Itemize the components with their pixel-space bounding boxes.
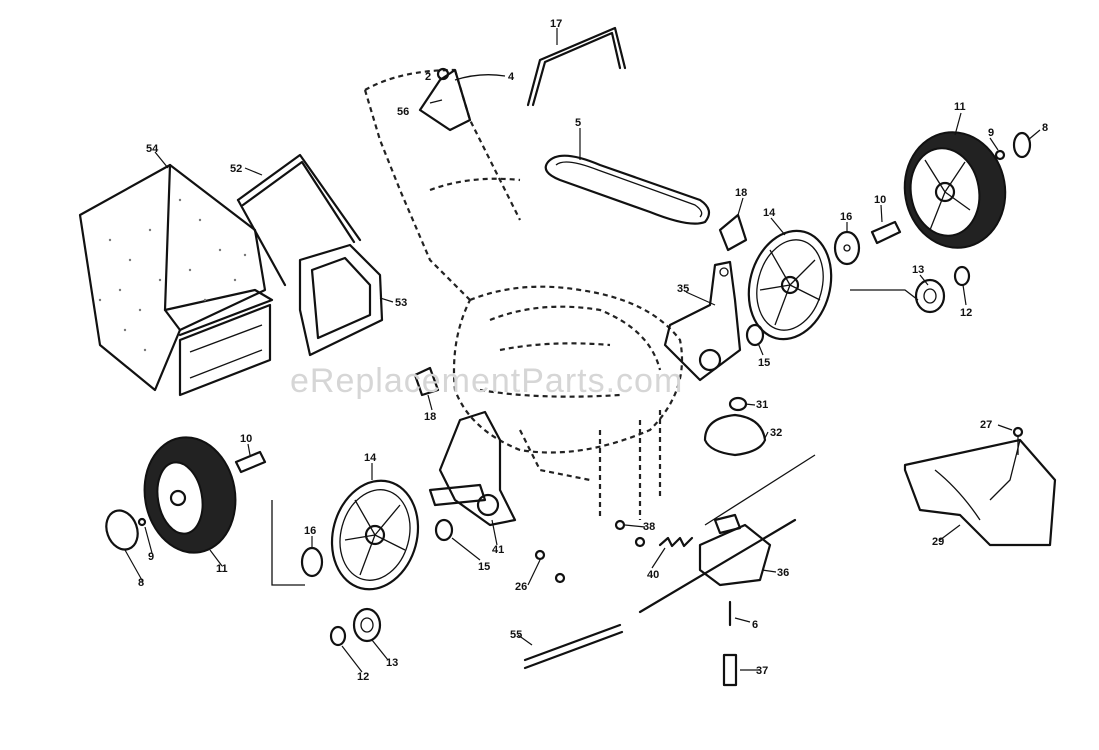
callout-11-left: 11	[216, 563, 228, 575]
callout-35: 35	[677, 283, 689, 295]
callout-9-right: 9	[988, 127, 994, 139]
callout-10-right: 10	[874, 194, 886, 206]
pawl-left	[434, 518, 454, 542]
screw-left	[137, 517, 147, 527]
callout-6: 6	[752, 619, 758, 631]
axle-link-right	[850, 289, 919, 301]
pawl-right	[745, 323, 765, 347]
nut-left	[329, 625, 347, 647]
drive-shaft	[523, 454, 816, 670]
gear-right	[914, 278, 946, 314]
wheel-right	[903, 131, 1007, 249]
callout-16-right: 16	[840, 211, 852, 223]
fastener-38	[614, 519, 626, 531]
bushing-right	[870, 220, 902, 245]
washer-left	[300, 546, 324, 578]
callout-12-left: 12	[357, 671, 369, 683]
rear-bracket-right	[663, 260, 742, 382]
gear-left	[352, 607, 382, 643]
spring-40	[658, 536, 694, 548]
callout-10-left: 10	[240, 433, 252, 445]
mower-deck-outline	[363, 68, 684, 520]
spring-clip	[718, 213, 748, 252]
callout-32: 32	[770, 427, 782, 439]
spacer-37	[722, 653, 738, 687]
callout-8-right: 8	[1042, 122, 1048, 134]
callout-4: 4	[508, 71, 515, 83]
axle-link-left	[271, 500, 305, 586]
callout-26: 26	[515, 581, 527, 593]
fastener-38b	[634, 536, 646, 548]
callout-8-left: 8	[138, 577, 144, 589]
wheel-left	[143, 436, 237, 554]
callout-37: 37	[756, 665, 768, 677]
callout-18-lower: 18	[424, 411, 436, 423]
callout-52: 52	[230, 163, 242, 175]
drive-belt	[544, 154, 711, 225]
hubcap-left	[105, 509, 139, 551]
fastener-26	[534, 549, 546, 561]
spring-clip-lower	[413, 366, 440, 397]
callout-41: 41	[492, 544, 504, 556]
hubcap-right	[1012, 131, 1032, 159]
callout-56: 56	[397, 106, 409, 118]
callout-40: 40	[647, 569, 659, 581]
callout-55: 55	[510, 629, 522, 641]
bag-texture	[98, 198, 247, 352]
bushing-left	[234, 450, 267, 474]
callout-14-right: 14	[763, 207, 776, 219]
bag-frame	[236, 153, 362, 287]
rear-shield	[903, 426, 1057, 547]
callout-31: 31	[756, 399, 768, 411]
drive-wheel-left	[330, 479, 420, 591]
callout-27: 27	[980, 419, 992, 431]
callout-17: 17	[550, 18, 562, 30]
control-lever	[418, 67, 506, 132]
callout-2: 2	[425, 71, 431, 83]
callout-5: 5	[575, 117, 581, 129]
rear-bracket-left	[428, 410, 517, 527]
callout-9-left: 9	[148, 551, 154, 563]
callout-13-left: 13	[386, 657, 398, 669]
callout-12-right: 12	[960, 307, 972, 319]
transmission	[698, 513, 772, 587]
callout-16-left: 16	[304, 525, 316, 537]
callout-14-left: 14	[364, 452, 377, 464]
nut-right	[953, 265, 971, 287]
leader-lines	[124, 28, 1041, 673]
callout-38: 38	[643, 521, 655, 533]
drive-wheel-right	[747, 229, 833, 341]
screw-right	[994, 149, 1006, 161]
callout-18-upper: 18	[735, 187, 747, 199]
fastener-26b	[554, 572, 566, 584]
washer-right	[833, 230, 861, 266]
callout-53: 53	[395, 297, 407, 309]
grass-bag	[78, 163, 274, 397]
callout-29: 29	[932, 536, 944, 548]
callout-11-right: 11	[954, 101, 966, 113]
watermark-text: eReplacementParts.com	[290, 362, 683, 400]
bag-bracket	[298, 243, 384, 357]
callout-15-right: 15	[758, 357, 770, 369]
callout-54: 54	[146, 143, 159, 155]
callout-15-left: 15	[478, 561, 490, 573]
upper-handle	[526, 26, 627, 107]
callouts: 17 2 4 56 5 54 52 53 18 35 14 16 10 11 9…	[138, 18, 1048, 683]
callout-13-right: 13	[912, 264, 924, 276]
callout-36: 36	[777, 567, 789, 579]
